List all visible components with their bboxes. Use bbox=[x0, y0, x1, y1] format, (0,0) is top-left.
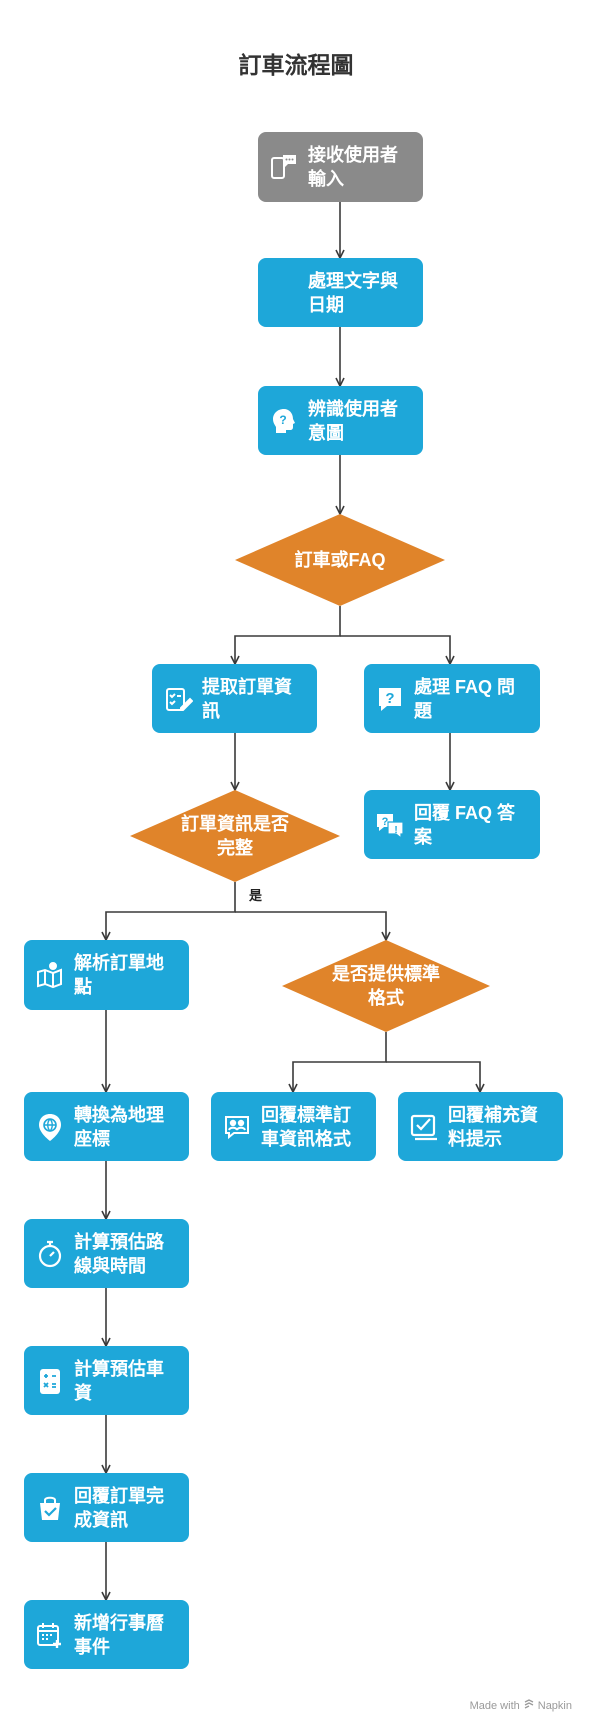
booking-or-faq-decision[interactable]: 訂車或FAQ bbox=[235, 514, 445, 606]
map-pin-icon bbox=[34, 959, 66, 991]
edge-decision-to-extract bbox=[235, 606, 341, 664]
edge-format-to-supplement bbox=[386, 1061, 480, 1092]
calendar-event-label: 新增行事曆事件 bbox=[74, 1612, 164, 1657]
reply-faq-label: 回覆 FAQ 答案 bbox=[414, 802, 516, 847]
parse-location-node[interactable]: 解析訂單地點 bbox=[24, 940, 189, 1010]
yes-edge-label: 是 bbox=[249, 888, 263, 903]
reply-complete-label: 回覆訂單完成資訊 bbox=[74, 1485, 164, 1530]
receive-input-node[interactable]: 接收使用者輸入 bbox=[258, 132, 423, 202]
page-title: 訂車流程圖 bbox=[238, 52, 354, 78]
svg-text:?: ? bbox=[385, 690, 394, 707]
footer-brand: Napkin bbox=[537, 1699, 572, 1712]
estimate-route-label: 計算預估路線與時間 bbox=[74, 1231, 164, 1276]
to-coords-node[interactable]: 轉換為地理座標 bbox=[24, 1092, 189, 1161]
order-complete-label: 訂單資訊是否完整 bbox=[181, 814, 289, 858]
globe-pin-icon bbox=[34, 1111, 66, 1143]
order-complete-decision[interactable]: 訂單資訊是否完整 bbox=[130, 790, 340, 882]
extract-order-node[interactable]: 提取訂單資訊 bbox=[152, 664, 317, 733]
faq-bubbles-icon: ? ! bbox=[374, 809, 406, 841]
svg-text:?: ? bbox=[279, 413, 286, 427]
estimate-fare-node[interactable]: 計算預估車資 bbox=[24, 1346, 189, 1415]
reply-faq-node[interactable]: ? ! 回覆 FAQ 答案 bbox=[364, 790, 540, 859]
svg-text:?: ? bbox=[382, 816, 389, 828]
chat-people-icon bbox=[221, 1111, 253, 1143]
calculator-icon bbox=[34, 1365, 66, 1397]
edge-complete-to-format bbox=[235, 911, 386, 940]
reply-supplement-node[interactable]: 回覆補充資料提示 bbox=[398, 1092, 563, 1161]
reply-standard-node[interactable]: 回覆標準訂車資訊格式 bbox=[211, 1092, 376, 1161]
footer-prefix: Made with bbox=[469, 1699, 520, 1712]
standard-format-label: 是否提供標準格式 bbox=[332, 964, 440, 1008]
identify-intent-node[interactable]: ? 辨識使用者意圖 bbox=[258, 386, 423, 455]
svg-text:!: ! bbox=[394, 825, 397, 836]
receive-input-label: 接收使用者輸入 bbox=[308, 145, 398, 189]
stopwatch-icon bbox=[34, 1238, 66, 1270]
edge-complete-to-parse bbox=[106, 882, 236, 940]
question-bubble-icon: ? bbox=[374, 683, 406, 715]
edge-decision-to-faq bbox=[340, 635, 450, 664]
handle-faq-label: 處理 FAQ 問題 bbox=[414, 676, 516, 721]
bag-check-icon bbox=[34, 1492, 66, 1524]
extract-order-label: 提取訂單資訊 bbox=[202, 676, 292, 721]
estimate-route-node[interactable]: 計算預估路線與時間 bbox=[24, 1219, 189, 1288]
edge-format-to-standard bbox=[293, 1032, 387, 1092]
calendar-plus-icon bbox=[34, 1619, 66, 1651]
head-question-icon: ? bbox=[268, 405, 300, 437]
napkin-logo-icon bbox=[524, 1699, 534, 1712]
process-text-date-label: 處理文字與日期 bbox=[308, 270, 398, 315]
identify-intent-label: 辨識使用者意圖 bbox=[308, 398, 398, 443]
parse-location-label: 解析訂單地點 bbox=[74, 953, 164, 997]
booking-or-faq-label: 訂車或FAQ bbox=[294, 550, 386, 570]
phone-chat-icon bbox=[268, 151, 300, 183]
checklist-edit-icon bbox=[162, 683, 194, 715]
estimate-fare-label: 計算預估車資 bbox=[74, 1358, 164, 1403]
handle-faq-node[interactable]: ? 處理 FAQ 問題 bbox=[364, 664, 540, 733]
check-doc-icon bbox=[408, 1111, 440, 1143]
reply-complete-node[interactable]: 回覆訂單完成資訊 bbox=[24, 1473, 189, 1542]
to-coords-label: 轉換為地理座標 bbox=[74, 1104, 164, 1149]
reply-standard-label: 回覆標準訂車資訊格式 bbox=[261, 1104, 351, 1149]
process-text-date-node[interactable]: 處理文字與日期 bbox=[258, 258, 423, 327]
calendar-event-node[interactable]: 新增行事曆事件 bbox=[24, 1600, 189, 1669]
footer-credit: Made with Napkin bbox=[470, 1699, 572, 1712]
standard-format-decision[interactable]: 是否提供標準格式 bbox=[282, 940, 490, 1032]
reply-supplement-label: 回覆補充資料提示 bbox=[448, 1104, 538, 1149]
